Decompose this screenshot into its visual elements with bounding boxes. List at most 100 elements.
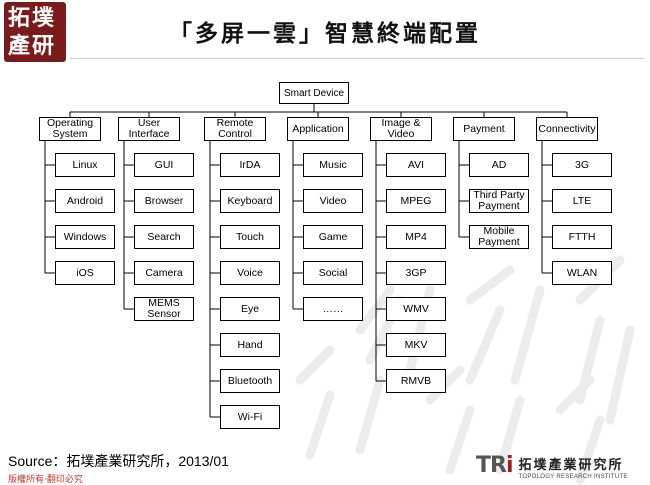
item-node: Wi-Fi — [220, 405, 280, 429]
item-node: …… — [303, 297, 363, 321]
category-node: Image & Video — [370, 117, 432, 141]
item-node: Bluetooth — [220, 369, 280, 393]
item-node-label: AD — [491, 158, 507, 171]
category-node: Operating System — [39, 117, 101, 141]
item-node: Keyboard — [220, 189, 280, 213]
category-node: User Interface — [118, 117, 180, 141]
item-node: Hand — [220, 333, 280, 357]
item-node-label: WMV — [403, 302, 429, 315]
category-node-label: Image & Video — [381, 117, 421, 140]
item-node-label: Third Party Payment — [473, 189, 525, 212]
item-node-label: …… — [322, 302, 344, 315]
item-node-label: Social — [318, 266, 348, 279]
logo-line-2: 產研 — [8, 33, 57, 59]
item-node: FTTH — [552, 225, 612, 249]
item-node: RMVB — [386, 369, 446, 393]
item-node-label: IrDA — [239, 158, 261, 171]
item-node-label: Video — [319, 194, 347, 207]
item-node-label: Linux — [72, 158, 98, 171]
copyright-note: 版權所有‧翻印必究 — [8, 474, 83, 484]
footer-logo: TRi 拓墣產業研究所 TOPOLOGY RESEARCH INSTITUTE — [476, 454, 628, 484]
item-node: Windows — [55, 225, 115, 249]
logo: 拓墣 產研 — [4, 2, 66, 62]
title-divider — [70, 58, 645, 59]
category-node-label: Operating System — [46, 117, 94, 140]
category-node-label: Payment — [463, 122, 505, 135]
source-note: Source：拓墣產業研究所，2013/01 — [8, 453, 229, 469]
page-title: 「多屏一雲」智慧終端配置 — [169, 20, 481, 47]
org-name-en: TOPOLOGY RESEARCH INSTITUTE — [518, 474, 628, 480]
item-node: MPEG — [386, 189, 446, 213]
item-node-label: Voice — [237, 266, 263, 279]
item-node-label: AVI — [407, 158, 425, 171]
item-node-label: Game — [318, 230, 348, 243]
root-node-label: Smart Device — [283, 87, 344, 99]
item-node-label: MKV — [404, 338, 428, 351]
item-node: Social — [303, 261, 363, 285]
item-node: AD — [469, 153, 529, 177]
org-name-cn: 拓墣產業研究所 — [518, 458, 624, 473]
item-node: WLAN — [552, 261, 612, 285]
category-node: Connectivity — [536, 117, 598, 141]
item-node: Eye — [220, 297, 280, 321]
item-node-label: Wi-Fi — [237, 410, 263, 423]
item-node: MEMS Sensor — [134, 297, 194, 321]
item-node-label: GUI — [154, 158, 174, 171]
category-node: Application — [287, 117, 349, 141]
item-node-label: Browser — [144, 194, 184, 207]
item-node-label: Android — [66, 194, 104, 207]
tri-logo-icon: TRi — [476, 453, 513, 478]
item-node-label: MEMS Sensor — [147, 297, 181, 320]
item-node-label: Touch — [235, 230, 265, 243]
category-node-label: Remote Control — [216, 117, 254, 140]
category-node-label: Application — [292, 122, 344, 135]
item-node: AVI — [386, 153, 446, 177]
item-node: IrDA — [220, 153, 280, 177]
item-node-label: MPEG — [400, 194, 432, 207]
item-node: Mobile Payment — [469, 225, 529, 249]
item-node: Browser — [134, 189, 194, 213]
item-node: WMV — [386, 297, 446, 321]
item-node-label: 3GP — [405, 266, 427, 279]
item-node-label: Camera — [145, 266, 183, 279]
item-node: Linux — [55, 153, 115, 177]
item-node: Game — [303, 225, 363, 249]
item-node: Search — [134, 225, 194, 249]
item-node: 3GP — [386, 261, 446, 285]
item-node: Video — [303, 189, 363, 213]
item-node-label: Windows — [63, 230, 107, 243]
item-node: MKV — [386, 333, 446, 357]
item-node: LTE — [552, 189, 612, 213]
item-node: Touch — [220, 225, 280, 249]
item-node-label: Hand — [237, 338, 263, 351]
item-node-label: WLAN — [566, 266, 598, 279]
item-node: Camera — [134, 261, 194, 285]
item-node-label: Bluetooth — [227, 374, 273, 387]
category-node: Remote Control — [204, 117, 266, 141]
category-node-label: Connectivity — [538, 122, 596, 135]
item-node: GUI — [134, 153, 194, 177]
item-node-label: Keyboard — [227, 194, 273, 207]
root-node: Smart Device — [279, 82, 349, 104]
item-node-label: FTTH — [568, 230, 596, 243]
category-node: Payment — [453, 117, 515, 141]
item-node: Music — [303, 153, 363, 177]
logo-line-1: 拓墣 — [8, 5, 57, 31]
item-node-label: Music — [319, 158, 347, 171]
item-node: MP4 — [386, 225, 446, 249]
item-node: Third Party Payment — [469, 189, 529, 213]
item-node: Android — [55, 189, 115, 213]
item-node-label: Eye — [240, 302, 260, 315]
item-node-label: Search — [147, 230, 181, 243]
item-node-label: MP4 — [405, 230, 427, 243]
item-node-label: 3G — [574, 158, 589, 171]
category-node-label: User Interface — [128, 117, 170, 140]
item-node-label: iOS — [76, 266, 94, 279]
item-node: Voice — [220, 261, 280, 285]
item-node-label: RMVB — [400, 374, 432, 387]
item-node-label: LTE — [572, 194, 592, 207]
item-node: 3G — [552, 153, 612, 177]
item-node-label: Mobile Payment — [478, 225, 520, 248]
item-node: iOS — [55, 261, 115, 285]
